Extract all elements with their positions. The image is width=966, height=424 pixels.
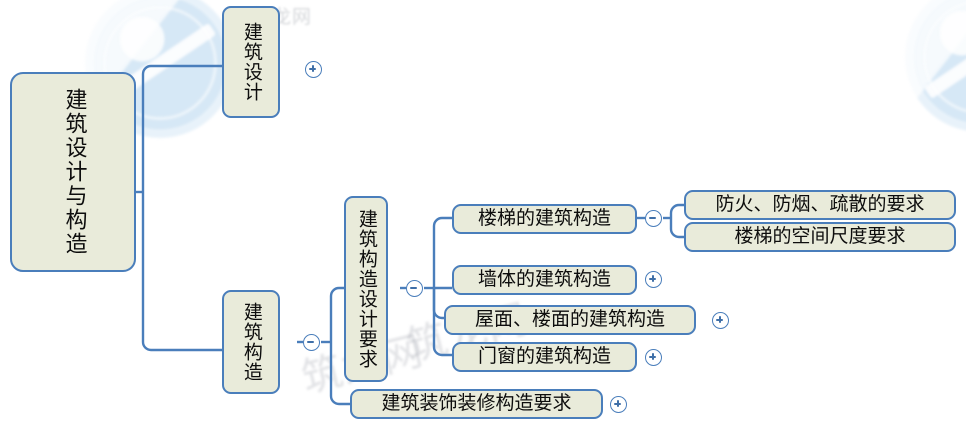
node-louti-gouzao[interactable]: 楼梯的建筑构造 [452, 204, 637, 234]
expander-qiangti-gouzao[interactable] [645, 271, 662, 288]
expander-wumian-loumian-gouzao[interactable] [712, 312, 729, 329]
watermark-logo-right [905, 0, 966, 132]
node-zhuangshi-zhuangxiu[interactable]: 建筑装饰装修构造要求 [350, 389, 603, 419]
expander-jianzhu-sheji[interactable] [305, 61, 322, 78]
expander-gouzao-sheji-yaoqiu[interactable] [406, 280, 423, 297]
expander-louti-gouzao[interactable] [645, 210, 662, 227]
node-jianzhu-sheji[interactable]: 建筑设计 [222, 6, 280, 118]
node-jianzhu-gouzao[interactable]: 建筑构造 [222, 290, 280, 394]
expander-menchuang-gouzao[interactable] [645, 349, 662, 366]
node-wumian-loumian-gouzao[interactable]: 屋面、楼面的建筑构造 [444, 305, 696, 335]
node-menchuang-gouzao[interactable]: 门窗的建筑构造 [452, 342, 637, 372]
node-gouzao-sheji-yaoqiu[interactable]: 建筑构造设计要求 [344, 196, 388, 382]
watermark-slash [923, 16, 966, 99]
node-louti-kongjian-chidu[interactable]: 楼梯的空间尺度要求 [684, 222, 956, 252]
node-fanghuo-fangyan-shusan[interactable]: 防火、防烟、疏散的要求 [684, 190, 956, 220]
expander-zhuangshi-zhuangxiu[interactable] [610, 396, 627, 413]
node-root[interactable]: 建筑设计与构造 [10, 72, 136, 272]
node-qiangti-gouzao[interactable]: 墙体的建筑构造 [452, 265, 637, 295]
expander-jianzhu-gouzao[interactable] [303, 334, 320, 351]
